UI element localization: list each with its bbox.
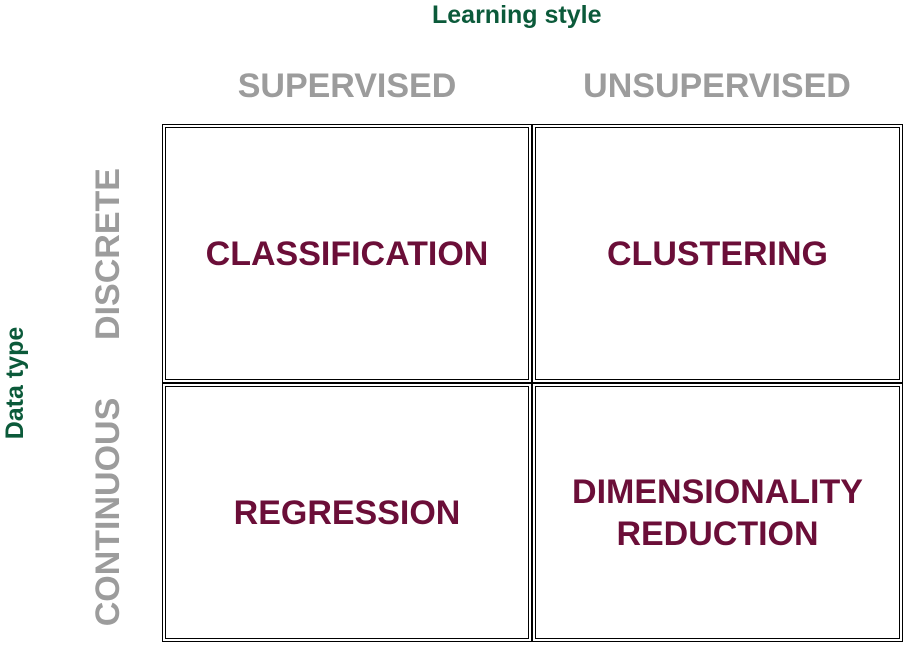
cell-label-line: CLASSIFICATION	[205, 234, 489, 273]
cell-label-line: CLUSTERING	[607, 234, 828, 273]
cell-label: REGRESSION	[234, 492, 461, 534]
matrix-cell-classification: CLASSIFICATION	[162, 124, 532, 383]
matrix-cell-dimensionality-reduction: DIMENSIONALITY REDUCTION	[532, 383, 903, 642]
cell-label-line: REDUCTION	[616, 514, 819, 553]
cell-label-line: DIMENSIONALITY	[572, 472, 863, 511]
row-header-continuous: CONTINUOUS	[89, 397, 127, 627]
row-header-discrete: DISCRETE	[89, 168, 127, 340]
matrix-cell-regression: REGRESSION	[162, 383, 532, 642]
column-header-unsupervised: UNSUPERVISED	[583, 67, 851, 105]
data-type-axis-title: Data type	[1, 326, 29, 440]
cell-label-line: REGRESSION	[233, 493, 461, 532]
matrix-cell-clustering: CLUSTERING	[532, 124, 903, 383]
cell-label: CLASSIFICATION	[206, 233, 489, 275]
cell-label: DIMENSIONALITY REDUCTION	[572, 471, 863, 555]
cell-label: CLUSTERING	[607, 233, 828, 275]
column-header-supervised: SUPERVISED	[237, 67, 457, 105]
learning-style-axis-title: Learning style	[432, 1, 602, 29]
